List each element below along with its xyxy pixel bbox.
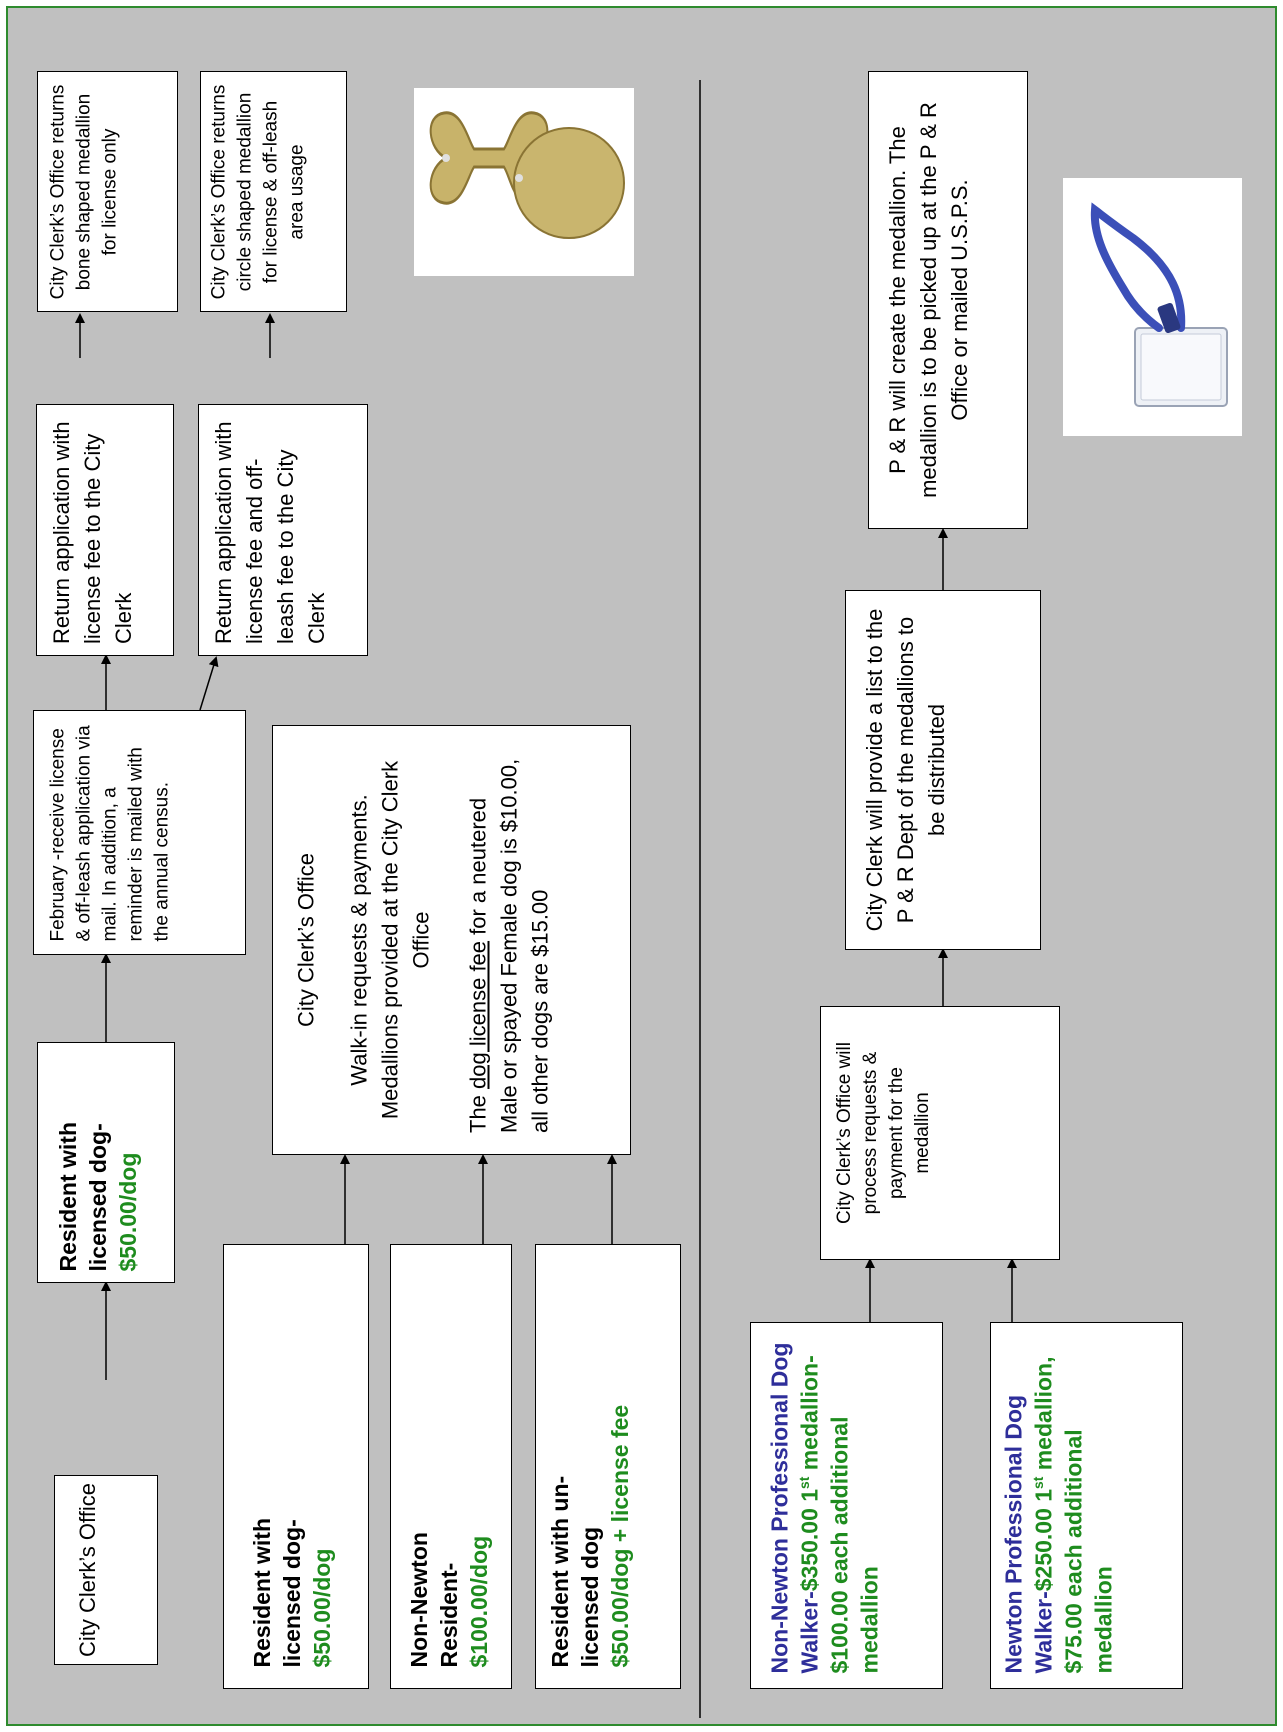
unlicensed-price: $50.00/dog + license fee	[607, 1404, 633, 1667]
newton-walker-box: Newton Professional Dog Walker-$250.00 1…	[990, 1322, 1183, 1689]
circle-medallion-text: City Clerk’s Office returns circle shape…	[208, 84, 307, 299]
provide-list-box: City Clerk will provide a list to the P …	[845, 590, 1041, 950]
walkin-resident-licensed-line2: licensed dog-	[279, 1518, 305, 1667]
february-mailing-box: February -receive license & off-leash ap…	[33, 710, 246, 955]
create-medallion-box: P & R will create the medallion. The med…	[868, 71, 1028, 529]
circle-medallion-icon	[513, 127, 625, 239]
resident-unlicensed-box: Resident with un- licensed dog $50.00/do…	[535, 1244, 681, 1689]
resident-licensed-box-top: Resident with licensed dog- $50.00/dog	[37, 1042, 175, 1283]
process-requests-box: City Clerk’s Office will process request…	[820, 1006, 1060, 1260]
resident-licensed-box-walkin: Resident with licensed dog- $50.00/dog	[223, 1244, 369, 1689]
lanyard-strap-icon	[1090, 202, 1186, 334]
return-offleash-box: Return application with license fee and …	[198, 404, 368, 656]
non-newton-resident-box: Non-Newton Resident- $100.00/dog	[390, 1244, 512, 1689]
resident-licensed-line2: licensed dog-	[85, 1122, 111, 1271]
city-clerk-walkin-box: City Clerk’s Office Walk-in requests & p…	[272, 725, 631, 1155]
unlicensed-line1: Resident with un-	[547, 1475, 573, 1667]
return-license-box: Return application with license fee to t…	[36, 404, 174, 656]
unlicensed-line2: licensed dog	[577, 1526, 603, 1667]
return-offleash-text: Return application with license fee and …	[211, 421, 329, 644]
create-medallion-text: P & R will create the medallion. The med…	[885, 102, 972, 498]
medallion-illustration	[429, 111, 625, 239]
process-requests-text: City Clerk’s Office will process request…	[834, 1042, 933, 1224]
non-newton-price: $100.00/dog	[466, 1535, 492, 1667]
walkin-office-text: Walk-in requests & payments. Medallions …	[346, 760, 433, 1120]
february-mailing-text: February -receive license & off-leash ap…	[47, 724, 172, 941]
non-newton-line2: Resident-	[436, 1562, 462, 1667]
city-clerk-start-box: City Clerk’s Office	[54, 1475, 158, 1665]
bone-medallion-box: City Clerk’s Office returns bone shaped …	[37, 71, 178, 312]
return-license-text: Return application with license fee to t…	[49, 421, 136, 644]
resident-licensed-line1: Resident with	[55, 1121, 81, 1271]
license-fee-paragraph: The dog license fee for a neutered Male …	[462, 747, 555, 1133]
city-clerk-start-text: City Clerk’s Office	[75, 1483, 100, 1658]
walkin-office-title: City Clerk’s Office	[293, 853, 318, 1028]
arrow-february-to-return-offleash	[199, 656, 219, 711]
lanyard-photo	[1063, 178, 1242, 436]
non-newton-line1: Non-Newton	[406, 1531, 432, 1667]
fee-underlined: dog license fee	[465, 940, 490, 1089]
walkin-resident-licensed-price: $50.00/dog	[309, 1548, 335, 1667]
resident-licensed-price: $50.00/dog	[115, 1152, 141, 1271]
lanyard-illustration	[1090, 202, 1228, 407]
badge-holder-icon	[1134, 327, 1228, 407]
medallion-photo	[414, 88, 634, 276]
bone-medallion-text: City Clerk’s Office returns bone shaped …	[47, 84, 120, 299]
provide-list-text: City Clerk will provide a list to the P …	[862, 608, 949, 932]
walkin-resident-licensed-line1: Resident with	[249, 1517, 275, 1667]
fee-prefix: The	[465, 1088, 490, 1133]
circle-medallion-box: City Clerk’s Office returns circle shape…	[200, 71, 347, 312]
non-newton-walker-box: Non-Newton Professional Dog Walker-$350.…	[750, 1322, 943, 1689]
